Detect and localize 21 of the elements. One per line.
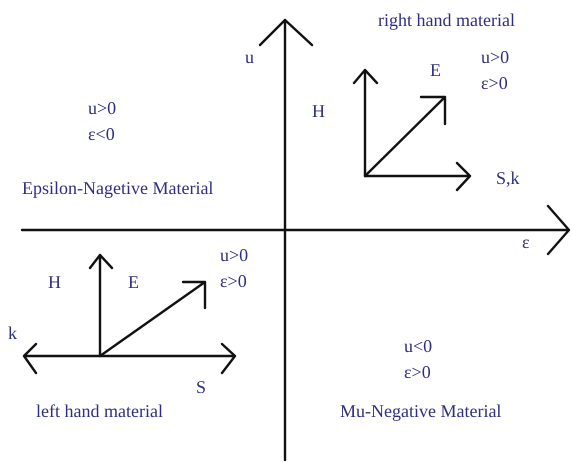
axis-label: Mu-Negative Material — [340, 401, 502, 421]
axis-label: ε>0 — [220, 271, 247, 291]
axis-label: ε — [522, 232, 530, 252]
axis-label: u>0 — [220, 245, 248, 265]
axis-label: ε>0 — [481, 73, 508, 93]
axis-label: ε<0 — [88, 124, 115, 144]
axis-label: E — [430, 60, 441, 80]
axis-label: Epsilon-Nagetive Material — [22, 178, 214, 198]
axis-label: E — [128, 272, 139, 292]
axis-label: S,k — [496, 168, 520, 188]
axis-label: left hand material — [36, 401, 163, 421]
axis-label: H — [48, 272, 61, 292]
axis-label: u — [245, 47, 254, 67]
axis-label: u>0 — [481, 47, 510, 67]
axis-label: ε>0 — [404, 362, 431, 382]
axis-label: u<0 — [404, 336, 432, 356]
axis-label: u>0 — [88, 98, 116, 118]
axis-label: k — [8, 323, 17, 343]
axis-label: right hand material — [378, 10, 515, 30]
axis-label: H — [312, 101, 325, 121]
axis-label: S — [196, 377, 206, 397]
